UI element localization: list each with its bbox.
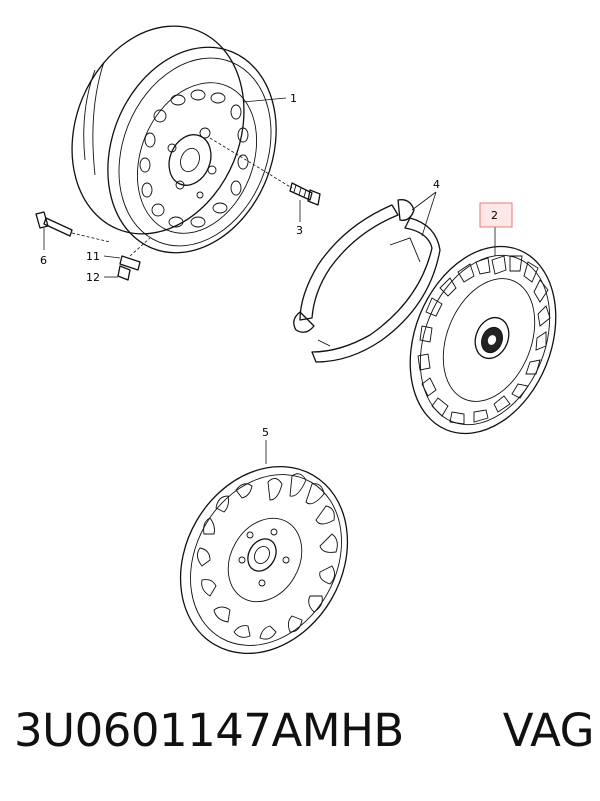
trim-slots bbox=[417, 255, 551, 425]
brand-name: VAG bbox=[502, 704, 595, 757]
balance-weights bbox=[117, 237, 151, 281]
callout-4: 4 bbox=[433, 178, 440, 191]
hub-cap-slots bbox=[197, 473, 338, 640]
callout-12: 12 bbox=[86, 271, 100, 284]
tyre-valve bbox=[35, 211, 111, 243]
part-number: 3U0601147AMHB bbox=[14, 704, 404, 757]
part-caption: 3U0601147AMHB VAG bbox=[14, 704, 595, 774]
callout-2-highlight bbox=[479, 202, 513, 228]
rim-vent-holes bbox=[139, 89, 249, 228]
retaining-ring bbox=[293, 199, 441, 363]
callout-2: 2 bbox=[491, 209, 498, 222]
hub-cap bbox=[179, 465, 349, 655]
callout-11: 11 bbox=[86, 250, 100, 263]
callout-5: 5 bbox=[262, 426, 269, 439]
callout-3: 3 bbox=[296, 224, 303, 237]
wheel-trim bbox=[409, 245, 557, 435]
steel-wheel-rim bbox=[71, 25, 277, 254]
callout-6: 6 bbox=[40, 254, 47, 267]
wheel-bolt bbox=[209, 137, 321, 206]
callout-1: 1 bbox=[290, 92, 297, 105]
